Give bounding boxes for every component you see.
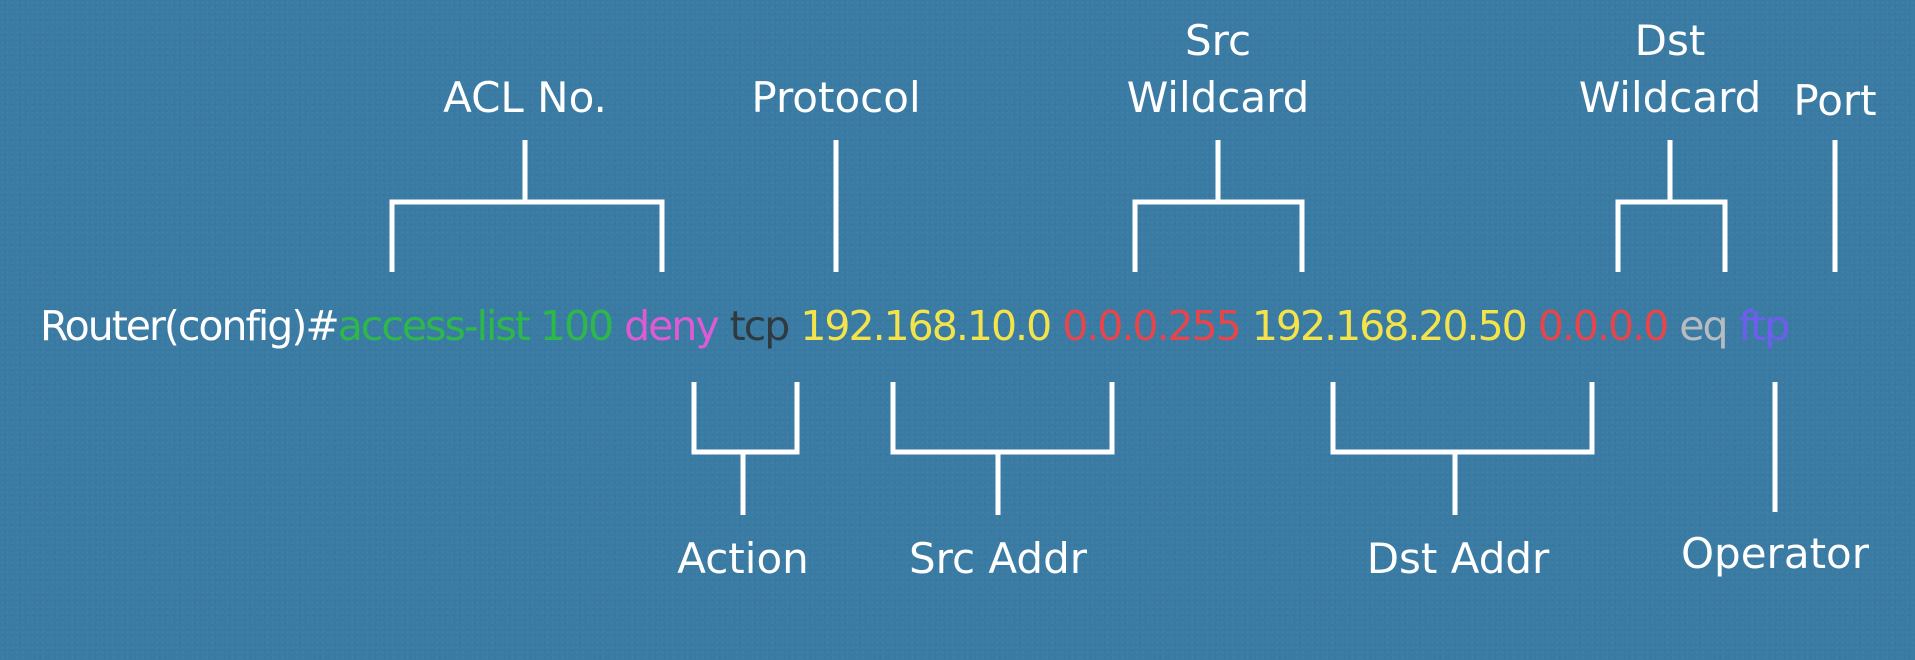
cmd-access-list: access-list 100 bbox=[338, 302, 612, 350]
cmd-operator: eq bbox=[1679, 302, 1726, 350]
label-src-addr: Src Addr bbox=[909, 534, 1088, 583]
label-dst-addr: Dst Addr bbox=[1367, 534, 1550, 583]
cmd-prompt: Router(config)# bbox=[40, 302, 338, 350]
label-operator: Operator bbox=[1681, 529, 1870, 578]
bracket-src-wildcard bbox=[1132, 140, 1305, 272]
bracket-dst-wildcard bbox=[1615, 140, 1728, 272]
label-dst-wildcard-line2: Wildcard bbox=[1579, 73, 1762, 122]
cmd-src-wildcard: 0.0.0.255 bbox=[1062, 302, 1240, 350]
cmd-dst-wildcard: 0.0.0.0 bbox=[1538, 302, 1667, 350]
label-src-wildcard-line2: Wildcard bbox=[1127, 73, 1310, 122]
bracket-src-addr bbox=[890, 382, 1115, 515]
label-protocol: Protocol bbox=[751, 73, 920, 122]
cmd-src-addr: 192.168.10.0 bbox=[800, 302, 1050, 350]
bracket-action bbox=[691, 382, 800, 515]
label-port: Port bbox=[1793, 76, 1876, 125]
cmd-dst-addr: 192.168.20.50 bbox=[1252, 302, 1526, 350]
label-dst-wildcard-line1: Dst bbox=[1635, 16, 1706, 65]
cmd-action: deny bbox=[624, 302, 719, 350]
label-src-wildcard-line1: Src bbox=[1185, 16, 1251, 65]
bracket-acl-no bbox=[389, 140, 665, 272]
cmd-port: ftp bbox=[1738, 302, 1788, 350]
label-action: Action bbox=[677, 534, 809, 583]
bracket-dst-addr bbox=[1330, 382, 1595, 515]
label-acl-no: ACL No. bbox=[443, 73, 607, 122]
cmd-protocol: tcp bbox=[730, 302, 789, 350]
